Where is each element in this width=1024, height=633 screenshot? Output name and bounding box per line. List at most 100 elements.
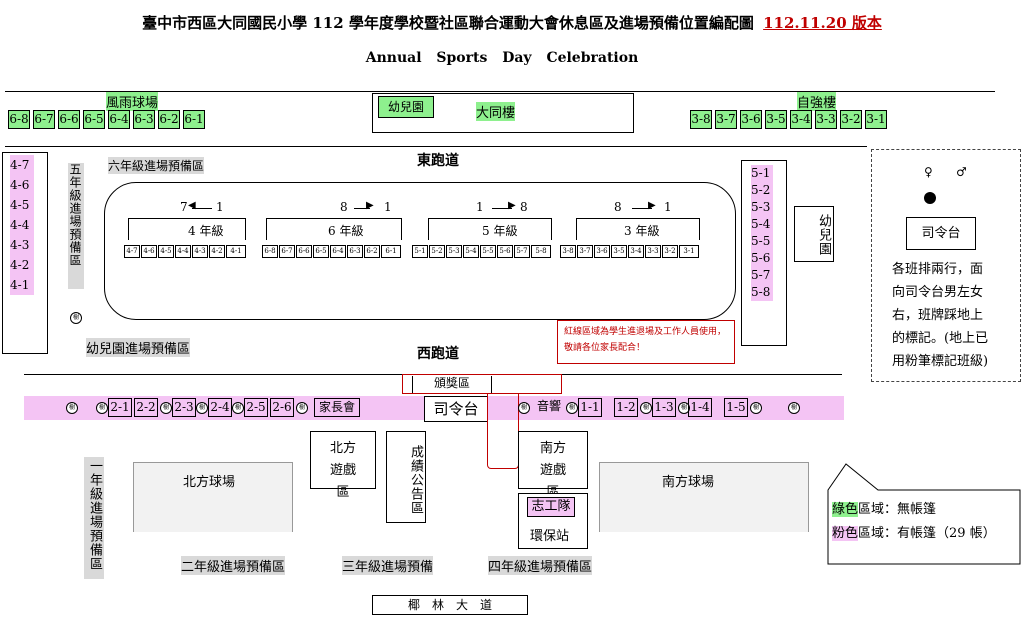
class-cell: 5-1 [412,245,428,258]
legend-text: 各班排兩行，面 向司令台男左女 右，班牌踩地上 的標記。(地上已 用粉筆標記班級… [892,258,988,373]
class-cell: 4-4 [175,245,191,258]
group-right-num: 1 [664,200,672,214]
legend-pink-text: 區域：有帳篷（29 帳） [858,526,996,541]
class-cell: 6-5 [313,245,329,258]
group-grade-label: 3 年級 [624,224,660,238]
group-grade-label: 5 年級 [482,224,518,238]
grade6-prep-area: 六年級進場預備區 [108,157,205,174]
class-cell: 3-6 [594,245,610,258]
group-grade4: 7 ◀ 1 4 年級 4-7 4-6 4-5 4-4 4-3 4-2 4-1 [124,200,250,262]
group-grade3: 8 ▶ 1 3 年級 3-8 3-7 3-6 3-5 3-4 3-3 3-2 3… [560,200,704,262]
class-cell: 1-2 [614,398,638,417]
group-left-num: 1 [476,200,484,214]
award-label: 頒獎區 [412,376,492,393]
class-cell: 4-2 [10,258,30,272]
title-main: 臺中市西區大同國民小學 112 學年度學校暨社區聯合運動大會休息區及進場預備位置… [142,14,754,32]
class-cell: 2-1 [108,398,132,417]
class-cell: 5-5 [480,245,496,258]
ziqiang-building-label: 自強樓 [797,92,837,111]
class-cell: 4-7 [10,158,30,172]
class-cell: 2-6 [270,398,294,417]
group-grade-label: 6 年級 [328,224,364,238]
legend-line: 各班排兩行，面 [892,262,984,277]
legend-pink-row: 粉色區域：有帳篷（29 帳） [832,522,996,546]
bracket [245,218,246,240]
class-cell: 1-4 [688,398,712,417]
arrow-head: ◀ [188,200,196,211]
class-cell: 3-6 [740,110,762,129]
class-cell: 5-6 [751,251,771,265]
group-right-num: 1 [216,200,224,214]
class-cell: 4-3 [192,245,208,258]
class-cell: 4-4 [10,218,30,232]
bracket [401,218,402,240]
class-cell: 4-1 [226,245,246,258]
legend-green-row: 綠色區域：無帳篷 [832,498,996,522]
class-cell: 6-2 [158,110,180,129]
group-grade5: 1 ▶ 8 5 年級 5-1 5-2 5-3 5-4 5-5 5-6 5-7 5… [412,200,554,262]
kindergarten-top: 幼兒園 [378,96,434,118]
red-corridor [487,394,519,469]
class-cell: 5-8 [531,245,551,258]
bracket [428,218,552,219]
top-line-2 [5,146,867,147]
east-track-label: 東跑道 [417,153,459,169]
class-cell: 5-7 [751,268,771,282]
legend-podium: 司令台 [906,217,976,250]
class-cell: 6-8 [8,110,30,129]
class-cell: 6-6 [58,110,80,129]
group-left-num: 7 [180,200,188,214]
class-cell: 5-7 [514,245,530,258]
legend-line: 向司令台男左女 [892,285,984,300]
tree-icon: 樹 [296,402,308,414]
tree-icon: 樹 [750,402,762,414]
south-court [599,462,809,532]
class-cell: 4-2 [209,245,225,258]
class-cell: 4-6 [141,245,157,258]
north-court [133,462,293,532]
class-cell: 3-2 [840,110,862,129]
volunteers-label: 志工隊 [527,497,575,517]
arrow-right-icon [492,208,512,209]
group-right-num: 1 [384,200,392,214]
class-cell: 3-7 [577,245,593,258]
class-cell: 4-5 [10,198,30,212]
class-cell: 3-1 [865,110,887,129]
female-icon: ♀ [924,165,933,179]
class-cell: 3-4 [628,245,644,258]
kinder-prep-area: 幼兒園進場預備區 [86,338,191,357]
south-court-label: 南方球場 [662,475,715,490]
bracket [576,218,700,219]
track-oval [104,182,736,320]
tree-icon: 樹 [678,402,690,414]
class-cell: 3-5 [765,110,787,129]
class-cell: 3-2 [662,245,678,258]
class-cell: 1-3 [652,398,676,417]
bracket [551,218,552,240]
class-cell: 6-3 [347,245,363,258]
class-cell: 4-7 [124,245,140,258]
class-cell: 3-7 [715,110,737,129]
tree-icon: 樹 [160,402,172,414]
bracket [266,218,267,240]
class-cell: 4-3 [10,238,30,252]
parents-association: 家長會 [314,398,360,417]
notice-box: 紅線區域為學生進退場及工作人員使用，敬請各位家長配合！ [557,320,735,364]
class-cell: 5-4 [463,245,479,258]
top-line [5,91,995,92]
kindergarten-right: 幼兒園 [794,206,834,262]
tree-icon: 樹 [518,402,530,414]
title-version: 112.11.20 版本 [763,14,882,32]
english-title: Annual Sports Day Celebration [365,50,639,66]
grade3-prep-area: 三年級進場預備 [342,556,434,575]
class-cell: 5-1 [751,166,771,180]
tent-legend: 綠色區域：無帳篷 粉色區域：有帳篷（29 帳） [832,498,996,546]
class-cell: 6-4 [108,110,130,129]
recycle-label: 環保站 [530,529,570,544]
tree-icon: 樹 [96,402,108,414]
class-cell: 5-5 [751,234,771,248]
class-cell: 6-4 [330,245,346,258]
class-cell: 2-4 [208,398,232,417]
class-cell: 1-5 [724,398,748,417]
bracket [266,218,402,219]
